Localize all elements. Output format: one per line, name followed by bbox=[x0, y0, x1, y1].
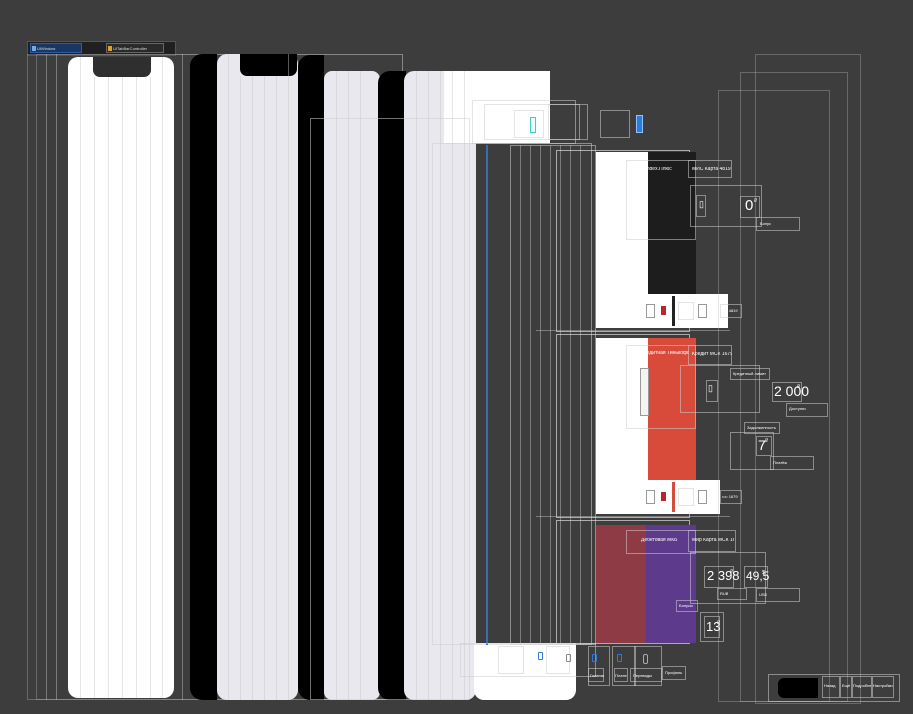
card-3-title: Дебетовая МКБ bbox=[641, 538, 678, 543]
tab-bar bbox=[460, 643, 596, 677]
notch bbox=[240, 54, 297, 76]
card-1-glyph: ▯ bbox=[699, 199, 704, 209]
window-icon bbox=[32, 46, 36, 51]
card-2-limit-label: Кредитный лимит bbox=[733, 372, 766, 376]
screen-layer-6-black bbox=[378, 71, 406, 700]
card-1-logo-icon bbox=[698, 304, 707, 318]
controller-icon bbox=[108, 46, 112, 51]
bottom-toolbar-dark bbox=[778, 678, 818, 698]
screen-layer-4-black bbox=[298, 55, 324, 700]
card-2-footer-label: •••• 1679 bbox=[722, 495, 738, 499]
card-1-footer-label: •••• 4819 bbox=[722, 309, 738, 313]
screen-layer-3 bbox=[217, 54, 298, 700]
chat-icon[interactable] bbox=[617, 654, 622, 662]
home-icon[interactable] bbox=[538, 652, 543, 660]
tab-tabbarcontroller-label: UITabBarController bbox=[113, 46, 148, 51]
card-1-subtitle: МИС Карта 4819 bbox=[692, 167, 731, 172]
transfers-icon[interactable] bbox=[592, 654, 597, 662]
card-2-debt-note: Платёж bbox=[773, 461, 788, 465]
tab-item-2-label: Платежи bbox=[615, 674, 627, 678]
profile-icon[interactable] bbox=[643, 654, 648, 664]
card-1-chip-icon bbox=[646, 304, 655, 318]
nav-icon bbox=[530, 117, 536, 133]
card-2-amount: 2 000 bbox=[774, 383, 810, 399]
card-2-note: Доступно bbox=[789, 407, 807, 411]
card-3-secondary-note: USD bbox=[759, 593, 768, 597]
screen-layer-5 bbox=[324, 71, 380, 700]
tab-item-1[interactable] bbox=[588, 668, 604, 682]
card-1-note: Бонус bbox=[760, 222, 772, 226]
card-2-logo-icon bbox=[698, 490, 707, 504]
card-3-currency: ₽ bbox=[730, 569, 734, 575]
tab-item-4-label: Профиль bbox=[665, 671, 683, 675]
card-3-secondary-amount: 49,5 bbox=[746, 569, 770, 583]
card-3-bonus-currency: ₽ bbox=[717, 620, 721, 626]
tab-item-3-label: Переводы bbox=[633, 674, 652, 678]
card-2-chip-icon bbox=[646, 490, 655, 504]
card-2-subtitle: Кредит МСК 1679 bbox=[692, 352, 732, 357]
card-1-amount: 0 bbox=[745, 197, 754, 214]
card-1-currency: ₽ bbox=[754, 198, 758, 204]
card-2-currency: ₽ bbox=[797, 384, 801, 390]
nav-bar bbox=[472, 100, 576, 144]
toolbar-item-1[interactable] bbox=[822, 676, 840, 698]
container-frame bbox=[310, 118, 470, 700]
tab-tabbarcontroller[interactable]: UITabBarController bbox=[106, 43, 164, 53]
screen-bottom bbox=[474, 643, 576, 700]
card-3-bonus-label: Бонусы bbox=[679, 604, 693, 608]
toolbar-item-3[interactable] bbox=[852, 676, 872, 698]
card-3-bonus-amount: 13 bbox=[706, 619, 721, 634]
scroll-indicator bbox=[486, 145, 488, 645]
card-2-title: Кредитная Тинькофф bbox=[641, 351, 689, 356]
notch bbox=[93, 57, 151, 77]
tab-uiwindow[interactable]: UIWindow bbox=[30, 43, 82, 53]
tab-item-1-label: Главная bbox=[590, 674, 604, 678]
editor-tab-strip: UIWindow UITabBarController bbox=[27, 41, 176, 56]
nav-action-icon[interactable] bbox=[636, 115, 643, 133]
toolbar-item-2[interactable] bbox=[840, 676, 852, 698]
card-2-debt-label: Задолженность bbox=[747, 426, 776, 430]
toolbar-item-4[interactable] bbox=[872, 676, 894, 698]
card-3-amount: 2 398 bbox=[707, 568, 740, 583]
toolbar-item-1-label: Назад bbox=[824, 684, 836, 688]
toolbar-item-4-label: Настройки bbox=[873, 684, 893, 688]
screen-layer-2-black bbox=[190, 54, 217, 700]
list-area bbox=[510, 145, 596, 645]
card-3-subtitle: Мир Карта МСК 1679 bbox=[692, 538, 734, 543]
tab-item-2[interactable] bbox=[614, 668, 628, 682]
tab-item-3[interactable] bbox=[630, 668, 662, 682]
card-2-debt-currency: ₽ bbox=[765, 438, 769, 444]
nav-title-box bbox=[514, 110, 544, 138]
nav-bar-content bbox=[484, 104, 580, 140]
tab-uiwindow-label: UIWindow bbox=[37, 46, 56, 51]
tab-item-4[interactable] bbox=[662, 666, 686, 680]
screen-layer-1 bbox=[68, 57, 174, 698]
right-frame-inner bbox=[718, 90, 830, 702]
card-3-color-a bbox=[596, 525, 646, 643]
card-1-title: Yandex.Плюс bbox=[641, 167, 672, 172]
card-3-amount-note: RUB bbox=[720, 592, 729, 596]
toolbar-item-2-label: Ещё bbox=[842, 684, 851, 688]
toolbar-item-3-label: Подробнее bbox=[853, 684, 871, 688]
screen-layer-7 bbox=[404, 71, 476, 700]
card-2-debt-amount: 7 bbox=[758, 437, 766, 453]
bottom-toolbar bbox=[768, 674, 900, 702]
card-3-color-b bbox=[646, 525, 696, 643]
card-3-secondary-currency: $ bbox=[762, 570, 765, 576]
payments-icon[interactable] bbox=[566, 654, 571, 662]
right-frame-outer bbox=[755, 54, 861, 704]
